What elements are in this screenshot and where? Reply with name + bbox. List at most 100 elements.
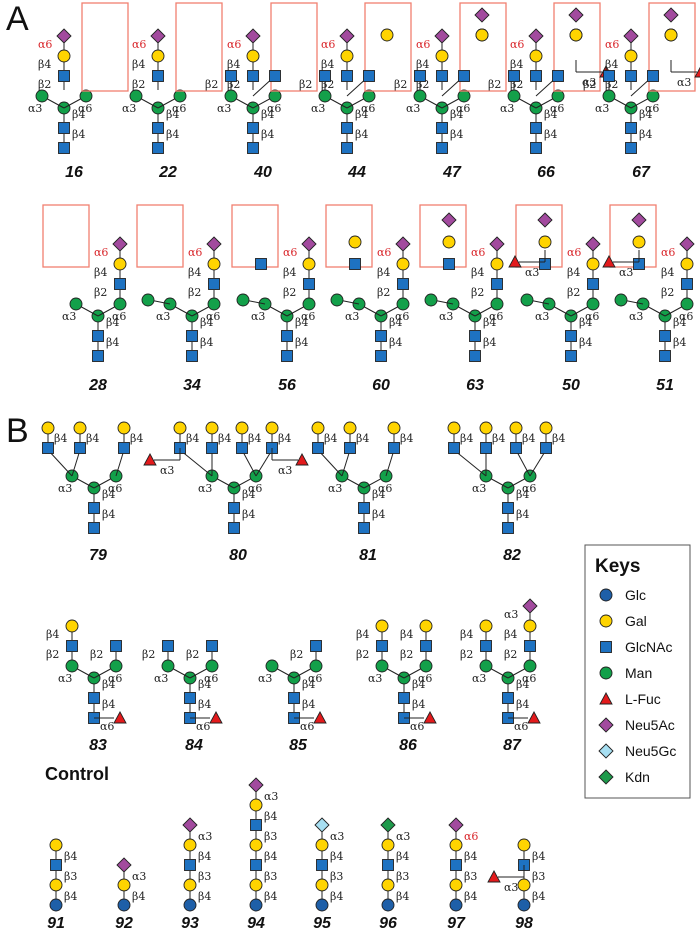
glcnac-square: [206, 442, 218, 454]
linkage-label: β4: [106, 336, 119, 349]
glcnac-square: [491, 278, 503, 290]
linkage-label: β4: [673, 336, 686, 349]
sialic-diamond: [489, 236, 505, 252]
glcnac-square: [184, 692, 196, 704]
linkage-label: β4: [94, 266, 107, 279]
highlight-box: [553, 2, 601, 92]
man-circle: [109, 659, 123, 673]
key-symbol-glc: [599, 588, 613, 602]
highlight-box: [136, 204, 184, 268]
glcnac-square: [510, 442, 522, 454]
glycan-id-51: 51: [656, 377, 674, 394]
linkage-label: β4: [639, 128, 652, 141]
linkage-label: α6: [78, 102, 92, 115]
linkage-label: α6: [321, 38, 335, 51]
glcnac-square: [341, 70, 353, 82]
linkage-label: β3: [532, 870, 545, 883]
linkage-label: β4: [372, 508, 385, 521]
glcnac-square: [420, 640, 432, 652]
linkage-label: α3: [677, 76, 691, 89]
linkage-label: α6: [585, 310, 599, 323]
linkage-label: α6: [188, 246, 202, 259]
glcnac-square: [58, 70, 70, 82]
glycan-id-44: 44: [347, 164, 366, 181]
glycan-id-row-3: 79 80 81 82: [89, 547, 521, 564]
glcnac-square: [587, 278, 599, 290]
gal-circle: [435, 49, 449, 63]
sialic-diamond: [568, 7, 584, 23]
linkage-label: β4: [102, 488, 115, 501]
linkage-label: α6: [300, 720, 314, 733]
linkage-label: β2: [400, 648, 413, 661]
linkage-label: α6: [567, 246, 581, 259]
linkage-label: β2: [186, 648, 199, 661]
glcnac-square: [288, 692, 300, 704]
glycosidic-bond: [317, 449, 343, 477]
highlight-box: [231, 204, 279, 268]
linkage-label: α3: [122, 102, 136, 115]
sialic-diamond: [314, 817, 330, 833]
linkage-label: β4: [198, 890, 211, 903]
gal-circle: [343, 421, 357, 435]
glcnac-square: [186, 330, 198, 342]
man-circle: [419, 659, 433, 673]
linkage-label: β4: [330, 850, 343, 863]
linkage-label: α6: [522, 672, 536, 685]
glcnac-square: [502, 522, 514, 534]
glycosidic-bond: [241, 449, 257, 477]
gal-circle: [447, 421, 461, 435]
linkage-label: α6: [308, 672, 322, 685]
key-symbol-man: [599, 666, 613, 680]
sialic-diamond: [663, 7, 679, 23]
linkage-label: β4: [261, 128, 274, 141]
linkage-label: β3: [64, 870, 77, 883]
man-circle: [646, 89, 660, 103]
linkage-label: β4: [72, 108, 85, 121]
man-circle: [520, 293, 534, 307]
glycan-id-row-5: 91 92 93 94 95 96 97 98: [47, 915, 533, 932]
gal-circle: [151, 49, 165, 63]
glycan-id-81: 81: [359, 547, 377, 564]
linkage-label: β4: [356, 628, 369, 641]
linkage-label: α6: [378, 482, 392, 495]
glycan-id-82: 82: [503, 547, 521, 564]
glcnac-square: [450, 859, 462, 871]
linkage-label: β4: [377, 266, 390, 279]
linkage-label: α6: [645, 102, 659, 115]
gal-circle: [117, 878, 131, 892]
glcnac-square: [603, 70, 615, 82]
gal-circle: [380, 28, 394, 42]
linkage-label: β4: [198, 698, 211, 711]
linkage-label: β2: [488, 78, 501, 91]
sialic-diamond: [150, 28, 166, 44]
glc-circle: [381, 898, 395, 912]
linkage-label: α6: [38, 38, 52, 51]
linkage-label: α6: [395, 310, 409, 323]
glcnac-square: [625, 122, 637, 134]
man-circle: [65, 659, 79, 673]
glcnac-square: [228, 522, 240, 534]
linkage-label: β2: [661, 286, 674, 299]
linkage-label: β4: [412, 698, 425, 711]
linkage-label: β4: [504, 628, 517, 641]
man-circle: [457, 89, 471, 103]
linkage-label: β4: [38, 58, 51, 71]
gal-circle: [624, 49, 638, 63]
man-circle: [602, 89, 616, 103]
highlight-box: [42, 204, 90, 268]
linkage-label: β4: [132, 58, 145, 71]
linkage-label: β4: [198, 678, 211, 691]
glcnac-square: [58, 122, 70, 134]
linkage-label: α3: [535, 310, 549, 323]
glcnac-square: [250, 859, 262, 871]
fucose-triangle: [602, 255, 616, 268]
glcnac-square: [502, 692, 514, 704]
linkage-label: β4: [416, 58, 429, 71]
glycosidic-bond: [115, 449, 125, 477]
gal-circle: [586, 257, 600, 271]
key-label: Glc: [625, 587, 646, 603]
sialic-diamond: [245, 28, 261, 44]
linkage-label: β4: [188, 266, 201, 279]
linkage-label: β4: [242, 508, 255, 521]
gal-circle: [517, 878, 531, 892]
